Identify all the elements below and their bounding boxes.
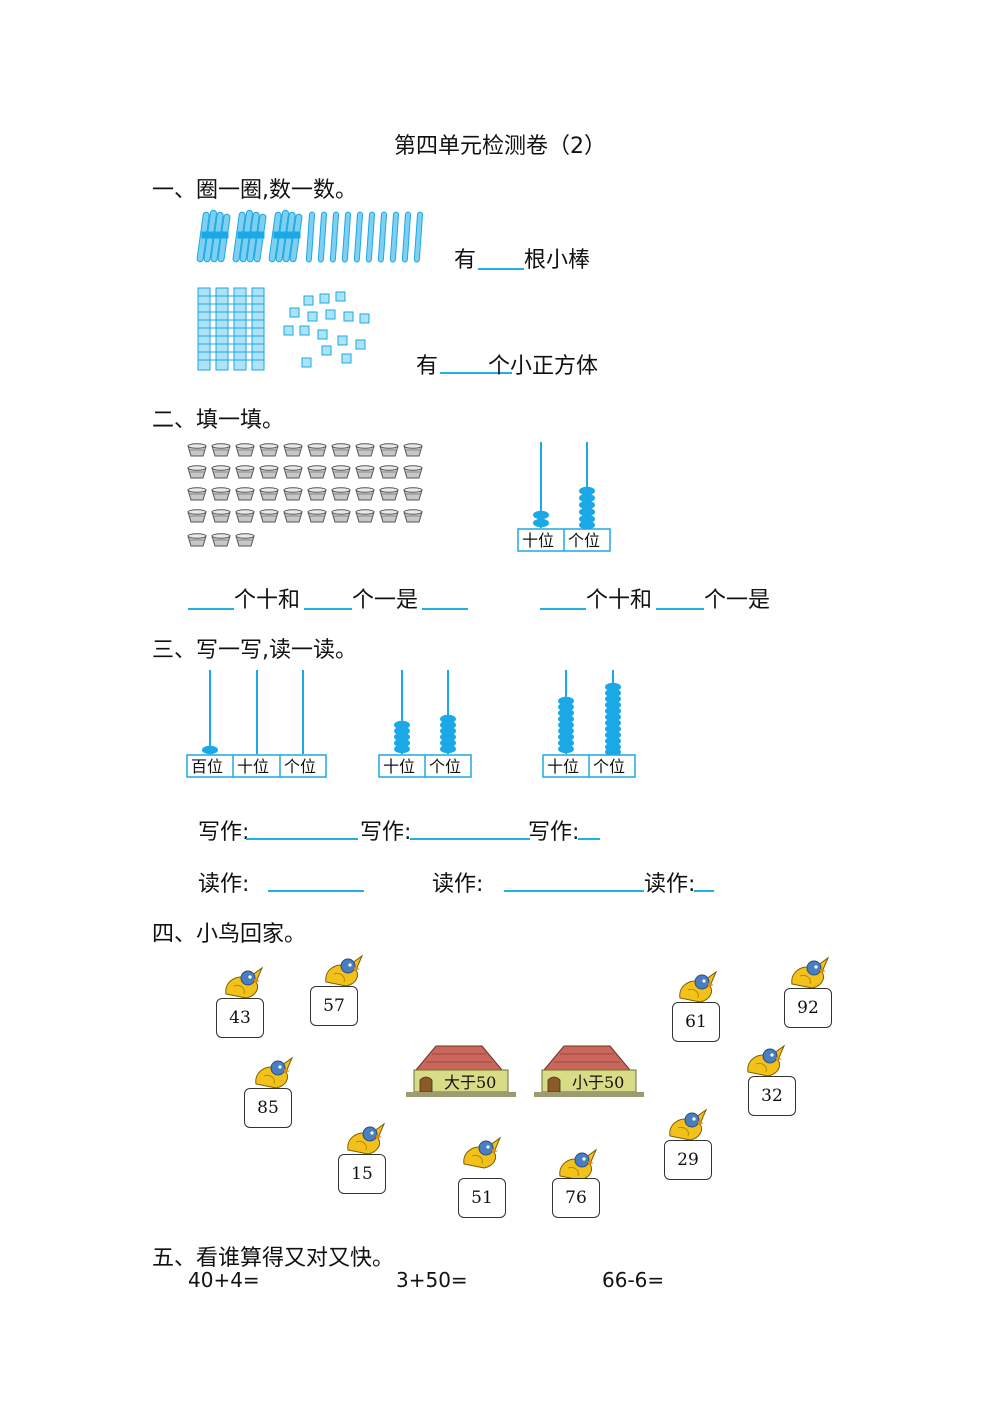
write-blank-1[interactable] <box>246 838 358 840</box>
abacus-3b: 十位 个位 <box>378 670 472 778</box>
bird-icon-3 <box>255 1057 293 1089</box>
read-blank-2[interactable] <box>504 890 644 892</box>
bird-icon-10 <box>791 957 829 989</box>
bird-icon-2 <box>325 955 363 987</box>
q2-answer-blank[interactable] <box>440 372 512 374</box>
bird-icon-5 <box>463 1137 501 1169</box>
abacus-3a: 百位 十位 个位 <box>186 670 327 778</box>
read-label-2: 读作: <box>432 872 484 897</box>
bowls-grid-icon <box>187 443 423 547</box>
read-blank-3[interactable] <box>694 890 714 892</box>
bird-icon-8 <box>747 1045 785 1077</box>
house-left-label: 大于50 <box>444 1073 496 1092</box>
q2-prefix: 有 <box>416 354 439 379</box>
read-label-3: 读作: <box>644 872 696 897</box>
write-blank-3[interactable] <box>578 838 600 840</box>
abacus-3a-tens-label: 十位 <box>237 757 269 776</box>
abacus-2: 十位 个位 <box>517 442 611 552</box>
cube-rods-icon <box>197 287 370 371</box>
read-blank-1[interactable] <box>268 890 364 892</box>
bird-card-10[interactable]: 92 <box>784 988 832 1028</box>
bird-card-5[interactable]: 51 <box>458 1178 506 1218</box>
page-title: 第四单元检测卷（2） <box>394 134 606 159</box>
read-label-1: 读作: <box>198 872 250 897</box>
section3-heading: 三、写一写,读一读。 <box>152 638 357 663</box>
abacus-3b-ones-label: 个位 <box>429 757 461 776</box>
abacus-3a-hundreds-label: 百位 <box>191 757 223 776</box>
calc-problem-1: 40+4= <box>188 1268 260 1292</box>
s2-right-ones-blank[interactable] <box>656 608 704 610</box>
bird-card-3[interactable]: 85 <box>244 1088 292 1128</box>
bird-card-4[interactable]: 15 <box>338 1154 386 1194</box>
section2-heading: 二、填一填。 <box>152 408 285 433</box>
q2-suffix: 个小正方体 <box>488 354 599 379</box>
s2-right-tens-blank[interactable] <box>540 608 586 610</box>
bird-icon-4 <box>347 1123 385 1155</box>
abacus-3c-ones-label: 个位 <box>593 757 625 776</box>
abacus-3c: 十位 个位 <box>542 670 636 778</box>
s2-right-text-1: 个十和 <box>586 588 653 613</box>
s2-left-text-2: 个一是 <box>352 588 419 613</box>
house-less-than-50[interactable]: 小于50 <box>530 1042 644 1098</box>
calc-problem-3: 66-6= <box>602 1268 665 1292</box>
section5-heading: 五、看谁算得又对又快。 <box>152 1246 395 1271</box>
bird-card-2[interactable]: 57 <box>310 986 358 1026</box>
s2-right-text-2: 个一是 <box>704 588 771 613</box>
s2-left-ones-blank[interactable] <box>304 608 352 610</box>
write-label-2: 写作: <box>360 820 412 845</box>
q1-suffix: 根小棒 <box>524 248 591 273</box>
bird-card-8[interactable]: 32 <box>748 1076 796 1116</box>
abacus-3c-tens-label: 十位 <box>547 757 579 776</box>
write-blank-2[interactable] <box>410 838 530 840</box>
house-greater-than-50[interactable]: 大于50 <box>402 1042 516 1098</box>
bird-card-1[interactable]: 43 <box>216 998 264 1038</box>
abacus-2-tens-label: 十位 <box>522 531 554 550</box>
abacus-3a-ones-label: 个位 <box>284 757 316 776</box>
calc-problem-2: 3+50= <box>396 1268 468 1292</box>
write-label-3: 写作: <box>528 820 580 845</box>
section4-heading: 四、小鸟回家。 <box>152 922 307 947</box>
write-label-1: 写作: <box>198 820 250 845</box>
s2-left-text-1: 个十和 <box>234 588 301 613</box>
bird-card-9[interactable]: 61 <box>672 1002 720 1042</box>
abacus-3b-tens-label: 十位 <box>383 757 415 776</box>
stick-bundles-icon <box>196 209 423 263</box>
section1-heading: 一、圈一圈,数一数。 <box>152 178 357 203</box>
s2-left-tens-blank[interactable] <box>188 608 234 610</box>
s2-left-result-blank[interactable] <box>422 608 468 610</box>
bird-icon-9 <box>679 971 717 1003</box>
bird-icon-7 <box>669 1109 707 1141</box>
bird-icon-1 <box>225 967 263 999</box>
q1-prefix: 有 <box>454 248 477 273</box>
bird-card-6[interactable]: 76 <box>552 1178 600 1218</box>
bird-card-7[interactable]: 29 <box>664 1140 712 1180</box>
abacus-2-ones-label: 个位 <box>568 531 600 550</box>
house-right-label: 小于50 <box>572 1073 624 1092</box>
q1-answer-blank[interactable] <box>478 268 524 270</box>
